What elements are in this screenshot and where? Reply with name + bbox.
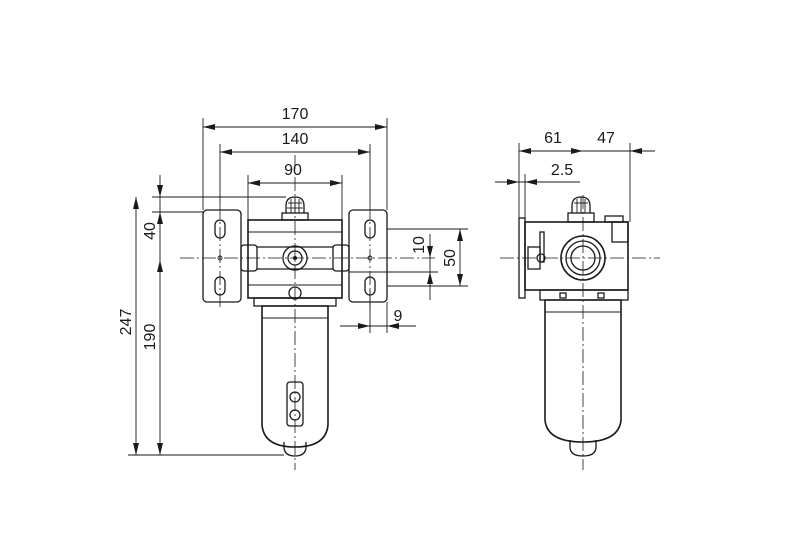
front-view [180,155,435,470]
dim-width-140: 140 [282,131,309,148]
dim-height-190: 190 [142,324,159,351]
side-top-knob [567,196,595,223]
dim-side-61: 61 [544,130,562,147]
dim-height-10: 10 [411,236,428,254]
front-dimensions: 170 140 90 40 247 190 [118,106,468,456]
dim-height-247: 247 [118,309,135,336]
outlet-port [332,244,350,272]
dim-height-50: 50 [442,249,459,267]
side-view [500,195,660,470]
dim-side-47: 47 [597,130,615,147]
side-dimensions: 61 47 2.5 [495,130,655,222]
dim-height-40: 40 [142,222,159,240]
drain-valve [283,442,307,457]
dim-side-2-5: 2.5 [551,162,573,179]
left-bracket-plate [202,209,242,303]
dim-width-90: 90 [284,162,302,179]
dim-width-170: 170 [282,106,309,123]
dim-gap-9: 9 [394,308,403,325]
right-bracket-plate [348,209,388,303]
